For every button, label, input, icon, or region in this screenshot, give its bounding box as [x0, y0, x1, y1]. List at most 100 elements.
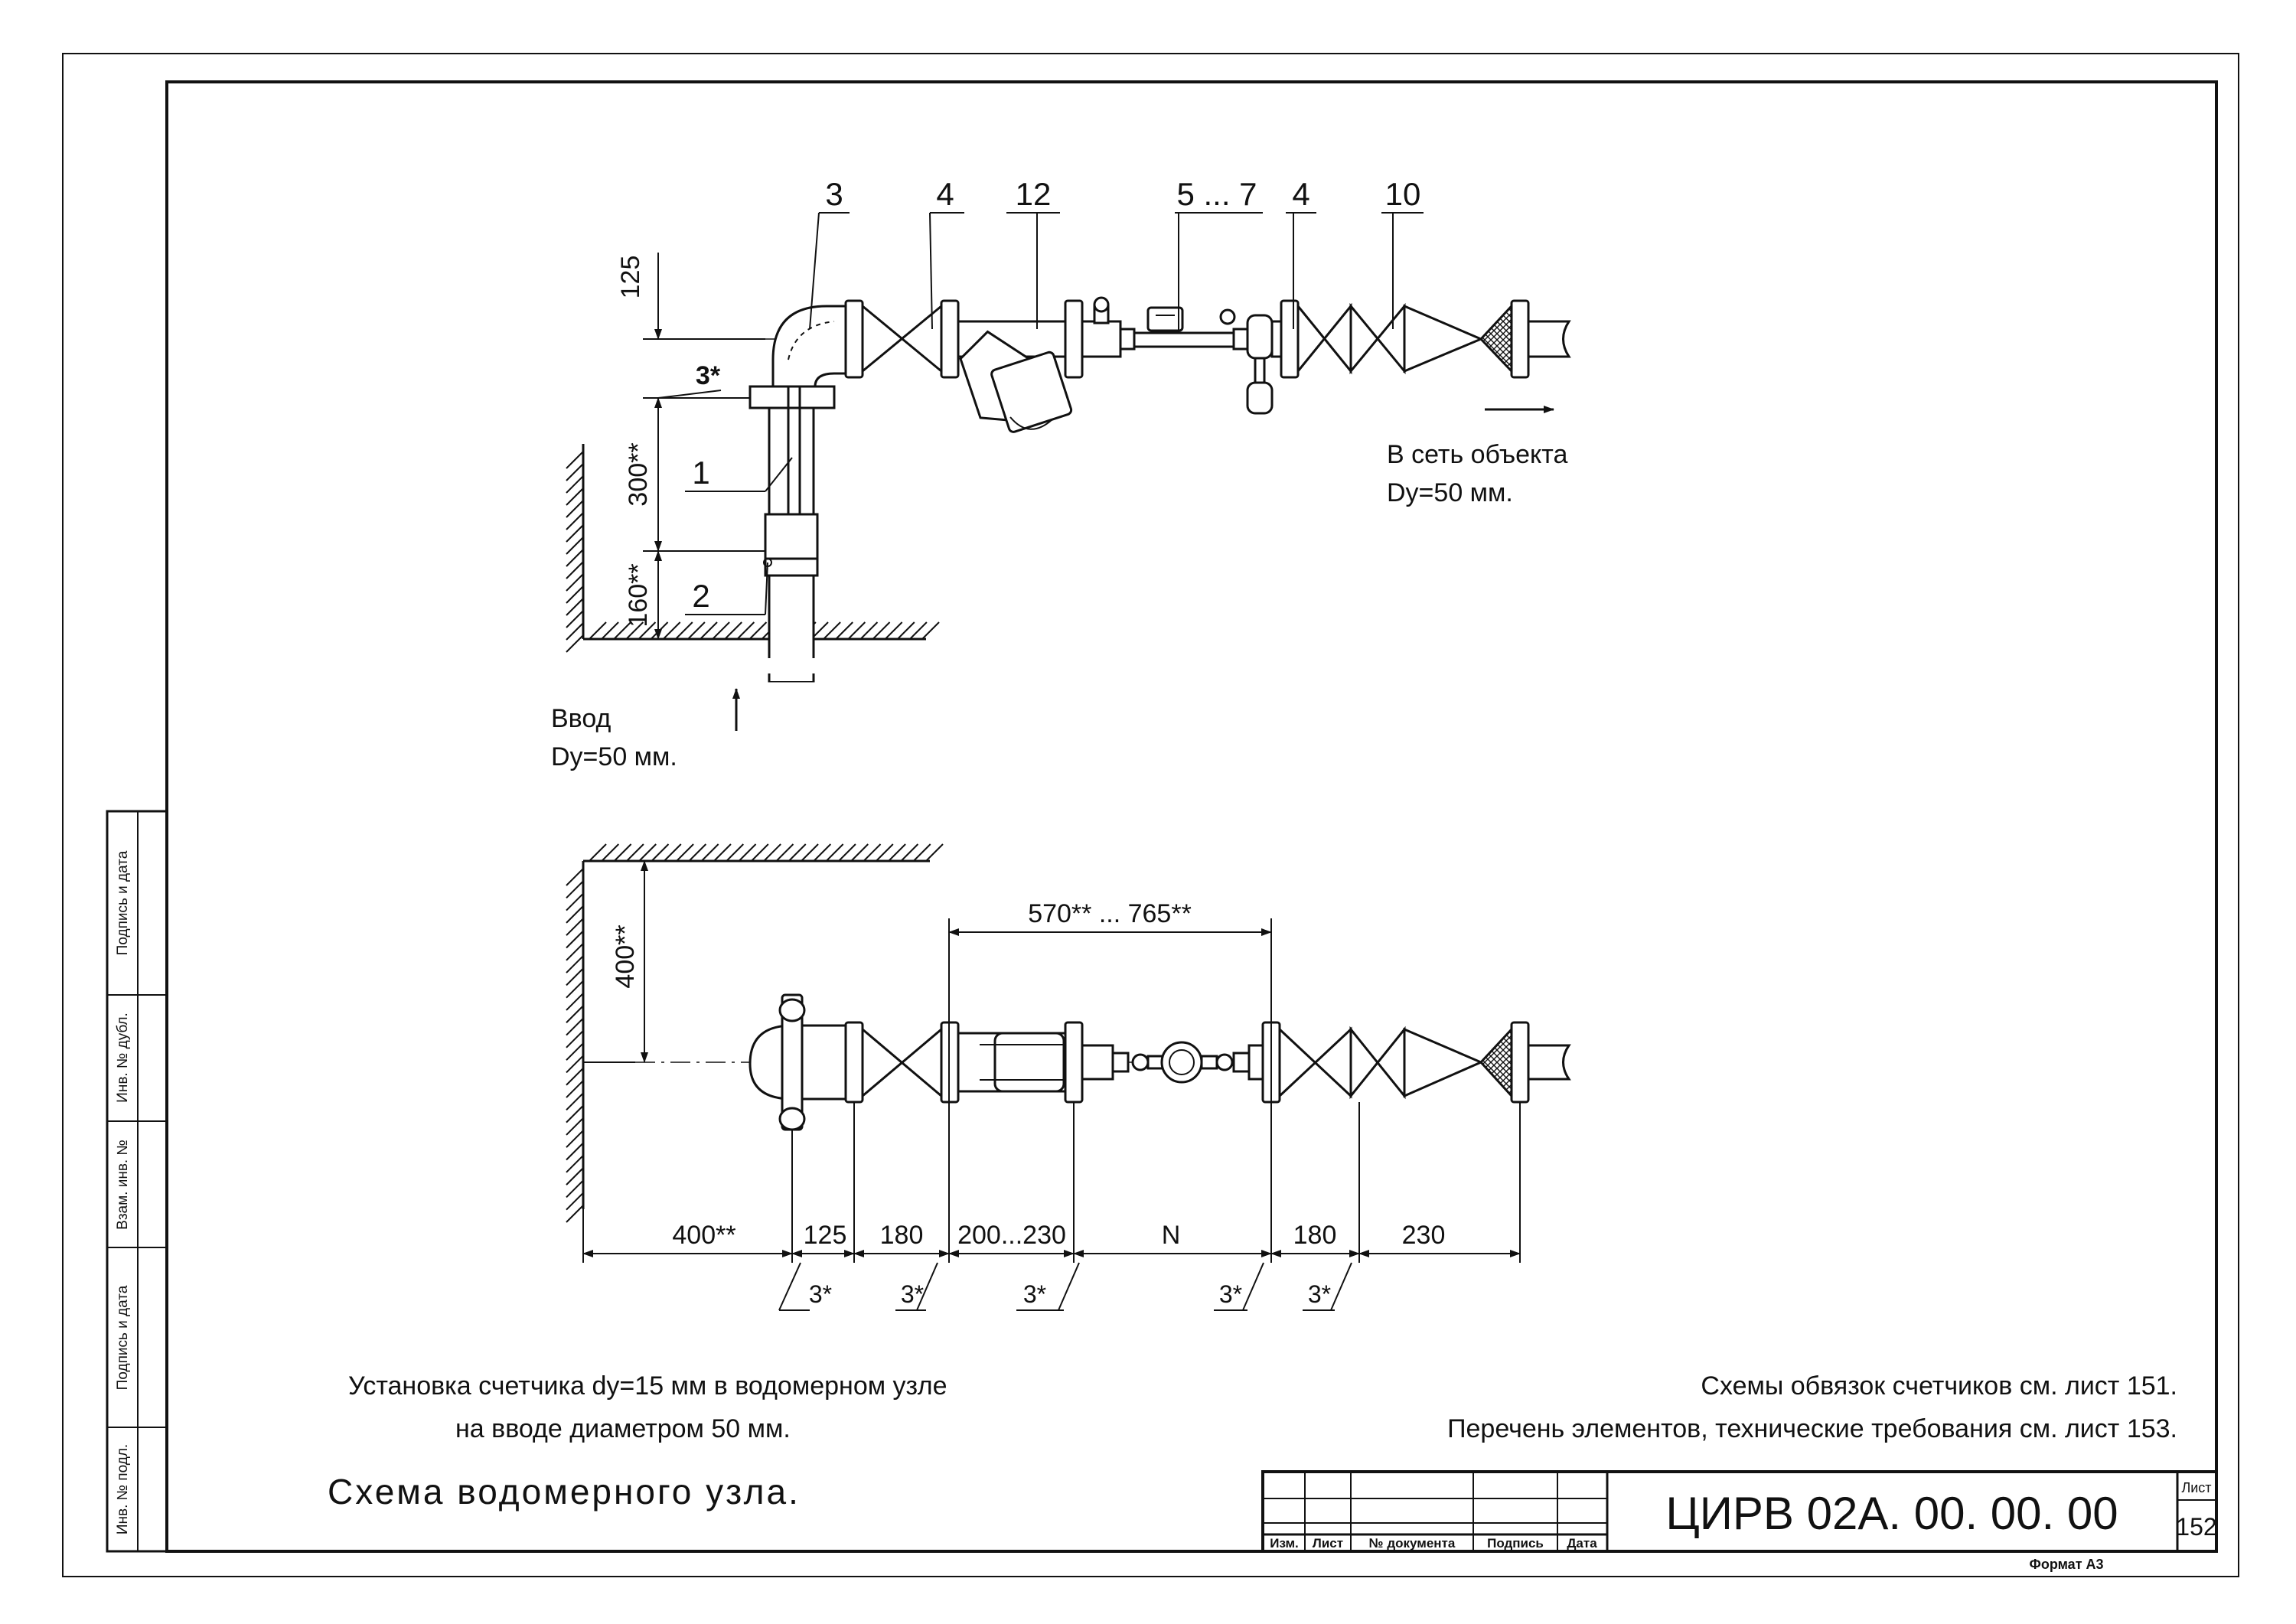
outlet-label: В сеть объекта	[1387, 440, 1567, 469]
hatch-stroke	[566, 598, 584, 616]
hatch-stroke	[813, 843, 832, 862]
hatch-stroke	[700, 843, 719, 862]
hatch-stroke	[601, 843, 620, 862]
hatch-stroke	[675, 621, 693, 640]
hatch-stroke	[909, 621, 928, 640]
hatch-stroke	[688, 843, 707, 862]
hatch-stroke	[613, 621, 631, 640]
hatch-stroke	[566, 1055, 584, 1074]
hatch-stroke	[700, 621, 718, 640]
hatch-stroke	[712, 621, 730, 640]
hatch-stroke	[566, 1167, 584, 1185]
dim-125: 125	[804, 1221, 847, 1250]
gate-valve-plan-2	[1261, 1021, 1406, 1104]
hatch-stroke	[566, 1192, 584, 1211]
hatch-stroke	[788, 843, 807, 862]
dim-N: N	[1162, 1221, 1181, 1250]
extension-lines	[582, 918, 1521, 1263]
stamp-cell-0: Подпись и дата	[115, 850, 131, 955]
hatch-stroke	[566, 512, 584, 530]
hatch-stroke	[566, 892, 584, 911]
hatch-stroke	[566, 1005, 584, 1023]
hatch-stroke	[651, 843, 670, 862]
hatch-stroke	[662, 621, 681, 640]
hatch-stroke	[921, 621, 940, 640]
hatch-stroke	[726, 843, 744, 862]
strainer-plan	[957, 1021, 1084, 1104]
hatch-stroke	[589, 621, 607, 640]
hatch-stroke	[876, 843, 894, 862]
hatch-stroke	[566, 1155, 584, 1173]
dim-200-230: 200...230	[957, 1221, 1066, 1250]
hatch-stroke	[835, 621, 853, 640]
hatch-stroke	[601, 621, 619, 640]
hatch-stroke	[724, 621, 742, 640]
hatch-stroke	[589, 843, 607, 862]
hatch-stroke	[566, 1092, 584, 1111]
inner-frame	[165, 80, 2218, 1553]
hatch-stroke	[884, 621, 903, 640]
tb-header-sign: Подпись	[1487, 1536, 1544, 1551]
gap-leaders	[778, 1262, 1352, 1311]
hatch-stroke	[713, 843, 732, 862]
hatch-stroke	[763, 843, 781, 862]
hatch-stroke	[566, 549, 584, 567]
caption-line-2: на вводе диаметром 50 мм.	[455, 1414, 791, 1443]
hatch-stroke	[566, 930, 584, 949]
hatch-stroke	[566, 1068, 584, 1086]
dim-span: 570** ... 765**	[1028, 899, 1192, 928]
gate-valve-2	[1270, 299, 1406, 379]
callout-5-7: 5 ... 7	[1176, 176, 1257, 212]
dim-125-vert: 125	[616, 256, 645, 299]
hatch-stroke	[566, 1142, 584, 1161]
hatch-stroke	[566, 1205, 584, 1223]
hatch-stroke	[566, 451, 584, 469]
side-stamp: Подпись и дата Инв. № дубл. Взам. инв. №…	[106, 810, 168, 1553]
hatch-stroke	[566, 622, 584, 641]
gate-valve-1	[861, 299, 960, 379]
hatch-stroke	[566, 488, 584, 506]
sheet-label: Лист	[2181, 1480, 2211, 1495]
wall-hatch-bottom	[566, 843, 944, 1223]
elbow-plan	[748, 993, 864, 1131]
hatch-stroke	[566, 980, 584, 999]
hatch-stroke	[566, 993, 584, 1011]
outlet-dn: Dy=50 мм.	[1387, 478, 1513, 507]
hatch-stroke	[897, 621, 915, 640]
note-line-2: Перечень элементов, технические требован…	[1447, 1414, 2177, 1443]
vertical-dimensions-top	[643, 253, 765, 640]
callout-leaders-top	[685, 212, 1424, 615]
stamp-cell-3: Подпись и дата	[115, 1285, 131, 1390]
hatch-stroke	[838, 843, 856, 862]
stamp-cell-4: Инв. № подл.	[115, 1444, 131, 1534]
hatch-stroke	[566, 1117, 584, 1136]
hatch-stroke	[566, 905, 584, 924]
sheet-number: 152	[2176, 1513, 2216, 1541]
riser-flange	[748, 385, 836, 409]
callout-4b: 4	[1292, 176, 1309, 212]
hatch-stroke	[566, 1130, 584, 1148]
hatch-stroke	[566, 1179, 584, 1198]
stamp-cell-1: Инв. № дубл.	[115, 1013, 131, 1103]
hatch-stroke	[687, 621, 706, 640]
hatch-stroke	[925, 843, 944, 862]
stamp-cell-2: Взам. инв. №	[115, 1140, 131, 1230]
tb-header-list: Лист	[1313, 1536, 1343, 1551]
hatch-stroke	[751, 843, 769, 862]
tb-header-doc: № документа	[1369, 1536, 1456, 1551]
hatch-stroke	[566, 868, 584, 886]
tb-header-date: Дата	[1567, 1536, 1597, 1551]
hatch-stroke	[566, 634, 584, 653]
gap-star-2: 3*	[901, 1280, 924, 1308]
caption-line-1: Установка счетчика dy=15 мм в водомерном…	[348, 1371, 947, 1401]
title-block	[1261, 1470, 2218, 1553]
callout-2: 2	[692, 578, 709, 614]
note-line-1: Схемы обвязок счетчиков см. лист 151.	[1701, 1371, 2177, 1401]
tb-header-izm: Изм.	[1270, 1536, 1299, 1551]
gap-star-3: 3*	[1023, 1280, 1046, 1308]
hatch-stroke	[847, 621, 866, 640]
dim-3star-vert: 3*	[696, 361, 721, 390]
hatch-stroke	[566, 475, 584, 494]
upper-scheme: 3 4 12 5 ... 7 4 10 1 2 125 3* 300** 160…	[551, 176, 1571, 771]
